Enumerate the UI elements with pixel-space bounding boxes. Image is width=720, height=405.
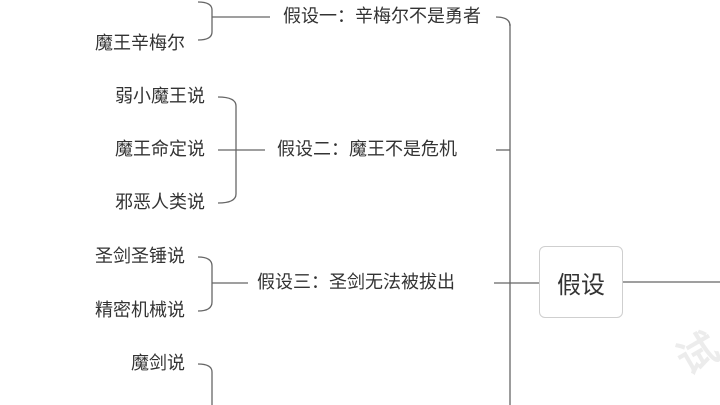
spine-tick-h1 <box>495 16 511 27</box>
hypothesis-2: 假设二：魔王不是危机 <box>277 139 457 160</box>
bracket-h4 <box>197 363 213 405</box>
leaf-jingmi-jixie: 精密机械说 <box>95 300 185 321</box>
bracket-h3 <box>197 256 213 312</box>
leaf-mojian: 魔剑说 <box>131 353 185 374</box>
leaf-mowang-mingding: 魔王命定说 <box>115 139 205 160</box>
leaf-mowang-xinmeier: 魔王辛梅尔 <box>95 33 185 54</box>
leaf-ruoxiao-mowang: 弱小魔王说 <box>115 86 205 107</box>
leaf-shengjian-shengchui: 圣剑圣锤说 <box>95 246 185 267</box>
leaf-xie-e-renlei: 邪恶人类说 <box>115 192 205 213</box>
hypothesis-1: 假设一：辛梅尔不是勇者 <box>283 6 481 27</box>
root-label: 假设 <box>557 270 605 299</box>
hypothesis-3: 假设三：圣剑无法被拔出 <box>257 272 455 293</box>
bracket-h1 <box>197 1 213 41</box>
root-node[interactable]: 假设 <box>539 246 623 318</box>
